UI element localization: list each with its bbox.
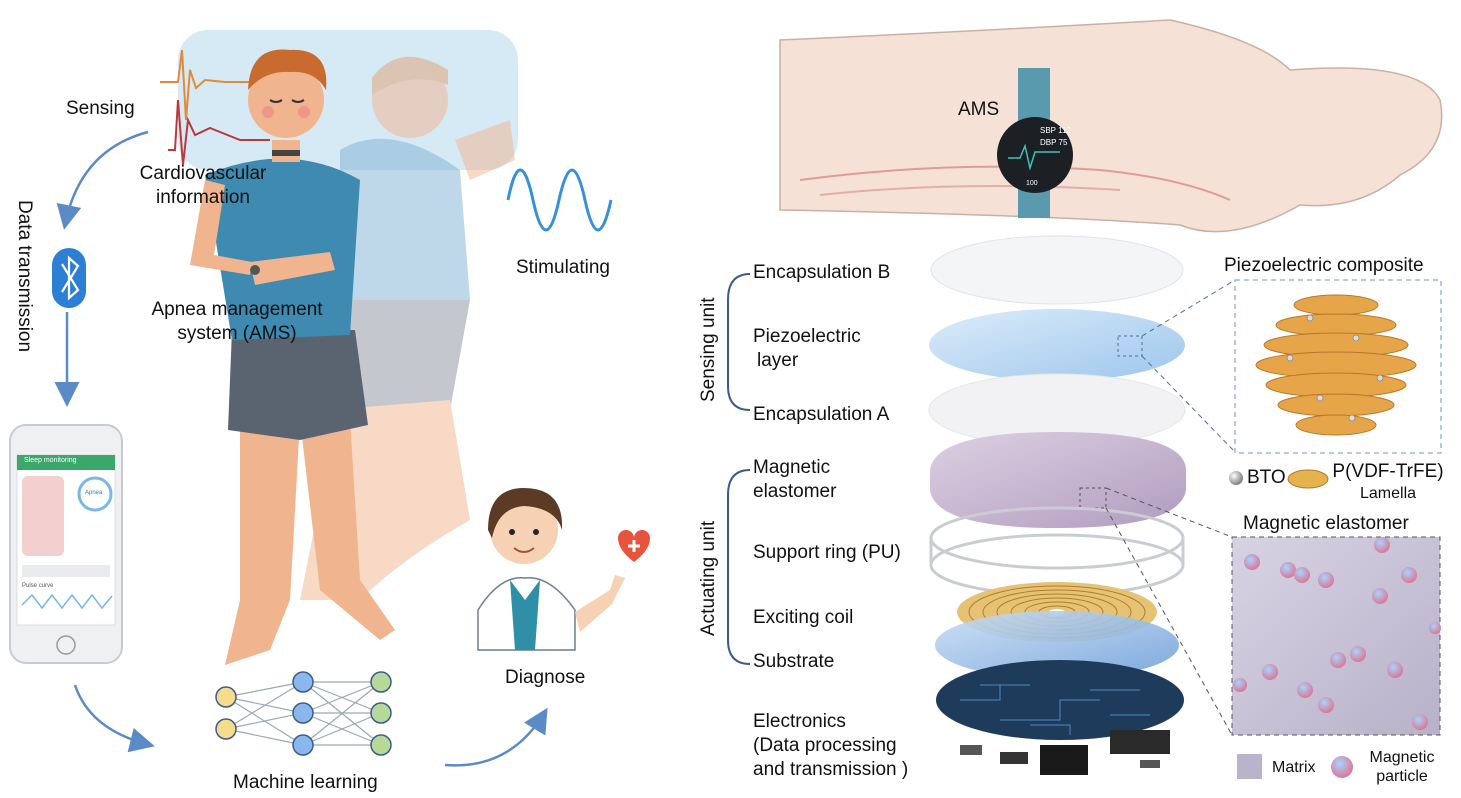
- zoom-line-piezo-top: [1141, 279, 1236, 337]
- sensing-unit-bracket: [727, 273, 751, 411]
- arrow-sensing: [56, 130, 149, 230]
- lamella-legend-shape: [1287, 469, 1329, 489]
- sensing-label: Sensing: [66, 98, 135, 119]
- cardiovascular-label: Cardiovascular information: [120, 162, 286, 210]
- stimulating-wave: [506, 168, 613, 232]
- magnetic-elastomer-layer-label: Magnetic elastomer: [753, 456, 836, 504]
- main-person: [190, 49, 395, 665]
- smartphone-icon: [9, 424, 123, 664]
- piezo-composite-title: Piezoelectric composite: [1224, 255, 1424, 276]
- arrow-to-ml: [73, 684, 155, 753]
- phone-header-text: Sleep monitoring: [24, 457, 77, 464]
- layer-encapsulation-b: [930, 235, 1184, 305]
- electronics-line3: and transmission ): [753, 759, 909, 780]
- bluetooth-icon: [52, 248, 86, 308]
- watch-spo2: 100: [1026, 180, 1038, 187]
- layer-substrate: [935, 611, 1179, 679]
- support-ring-label: Support ring (PU): [753, 542, 901, 563]
- machine-learning-label: Machine learning: [233, 772, 378, 793]
- exciting-coil-label: Exciting coil: [753, 607, 854, 628]
- watch-sbp: SBP 112: [1040, 126, 1071, 135]
- ams-system-line1: Apnea management: [151, 299, 323, 320]
- encapsulation-b-label: Encapsulation B: [753, 262, 891, 283]
- arrow-to-diagnose: [444, 707, 548, 767]
- phone-apnea-badge: Apnea: [85, 490, 103, 496]
- ecg-trace-orange: [160, 49, 260, 121]
- cardiovascular-line1: Cardiovascular: [139, 163, 267, 184]
- diagnose-label: Diagnose: [505, 667, 586, 688]
- particle-legend-sphere: [1331, 756, 1353, 778]
- lamella-text: Lamella: [1359, 485, 1417, 502]
- electronics-label: Electronics (Data processing and transmi…: [753, 710, 908, 782]
- electronics-line2: (Data processing: [753, 735, 897, 756]
- magnetic-particle-label: Magnetic particle: [1354, 748, 1450, 786]
- data-transmission-label: Data transmission: [14, 200, 35, 353]
- magnetic-line1: Magnetic: [753, 457, 831, 478]
- piezoelectric-layer-label: Piezoelectric layer: [753, 325, 861, 373]
- magnetic-line2: elastomer: [753, 481, 837, 502]
- actuating-unit-label: Actuating unit: [698, 520, 719, 636]
- substrate-label: Substrate: [753, 651, 835, 672]
- doctor-illustration: [477, 488, 650, 651]
- piezoelectric-line2: layer: [757, 350, 799, 371]
- ams-label: AMS: [958, 99, 1000, 120]
- encapsulation-a-label: Encapsulation A: [753, 404, 890, 425]
- zoom-line-elastomer-bottom: [1105, 507, 1233, 736]
- actuating-unit-bracket: [727, 469, 751, 665]
- particle-line1: Magnetic: [1369, 749, 1435, 766]
- cardiovascular-line2: information: [156, 187, 250, 208]
- pvdf-lamella-label: P(VDF-TrFE) Lamella: [1328, 460, 1448, 503]
- bto-legend-sphere: [1229, 471, 1243, 485]
- phone-pulse-text: Pulse curve: [22, 583, 54, 589]
- arm-with-wearable: [779, 19, 1443, 233]
- layer-piezoelectric: [929, 309, 1185, 381]
- sensing-unit-label: Sensing unit: [698, 297, 719, 402]
- layer-electronics: [936, 660, 1184, 775]
- ecg-trace-red: [168, 99, 270, 166]
- ams-system-label: Apnea management system (AMS): [126, 298, 348, 346]
- particle-line2: particle: [1376, 768, 1428, 785]
- bto-label: BTO: [1247, 467, 1286, 488]
- pvdf-text: P(VDF-TrFE): [1332, 461, 1444, 482]
- piezoelectric-line1: Piezoelectric: [753, 326, 861, 347]
- watch-dbp: DBP 75: [1040, 138, 1068, 147]
- matrix-legend-swatch: [1237, 754, 1262, 779]
- electronics-line1: Electronics: [753, 711, 846, 732]
- magnetic-elastomer-title: Magnetic elastomer: [1243, 513, 1409, 534]
- piezo-composite-inset: [1234, 279, 1442, 454]
- matrix-label: Matrix: [1272, 759, 1316, 776]
- zoom-line-piezo-bottom: [1141, 355, 1236, 453]
- magnetic-elastomer-inset: [1231, 536, 1441, 736]
- layer-magnetic-elastomer: [930, 432, 1186, 528]
- neural-network-diagram: [215, 671, 392, 756]
- zoom-line-elastomer-top: [1105, 487, 1233, 538]
- stimulating-label: Stimulating: [516, 257, 610, 278]
- ams-system-line2: system (AMS): [177, 323, 297, 344]
